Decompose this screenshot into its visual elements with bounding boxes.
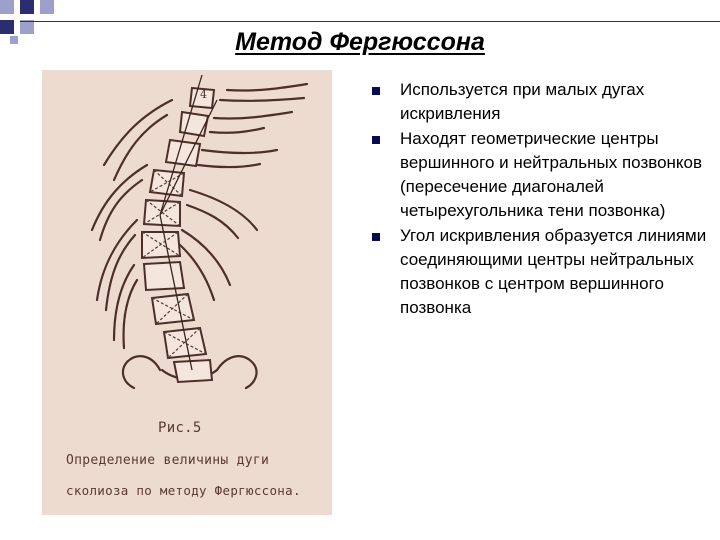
bullet-item: Угол искривления образуется линиями соед… bbox=[370, 224, 710, 320]
bullet-square-icon bbox=[372, 233, 380, 241]
decor-square bbox=[40, 0, 54, 14]
decor-square bbox=[0, 0, 14, 14]
slide-title: Метод Фергюссона bbox=[235, 28, 485, 56]
header-rule bbox=[20, 21, 720, 22]
figure-label: Рис.5 bbox=[158, 420, 202, 436]
bullet-list: Используется при малых дугах искривления… bbox=[370, 78, 710, 321]
decor-square bbox=[10, 36, 18, 44]
decor-square bbox=[20, 0, 34, 14]
spine-drawing: 4 bbox=[90, 74, 309, 390]
decor-square bbox=[20, 20, 34, 34]
bullet-item: Используется при малых дугах искривления bbox=[370, 78, 710, 126]
bullet-text: Угол искривления образуется линиями соед… bbox=[400, 226, 707, 317]
decor-square bbox=[0, 20, 14, 34]
figure-caption-line1: Определение величины дуги bbox=[66, 453, 270, 468]
corner-decoration bbox=[0, 0, 70, 45]
vertebra-number: 4 bbox=[200, 88, 207, 101]
bullet-square-icon bbox=[372, 136, 380, 144]
spine-figure: 4 Рис.5 Определение величины дуги сколио… bbox=[42, 70, 332, 515]
bullet-text: Используется при малых дугах искривления bbox=[400, 80, 645, 123]
figure-caption-line2: сколиоза по методу Фергюссона. bbox=[66, 483, 301, 498]
bullet-item: Находят геометрические центры вершинного… bbox=[370, 127, 710, 223]
bullet-square-icon bbox=[372, 87, 380, 95]
bullet-text: Находят геометрические центры вершинного… bbox=[400, 129, 703, 220]
